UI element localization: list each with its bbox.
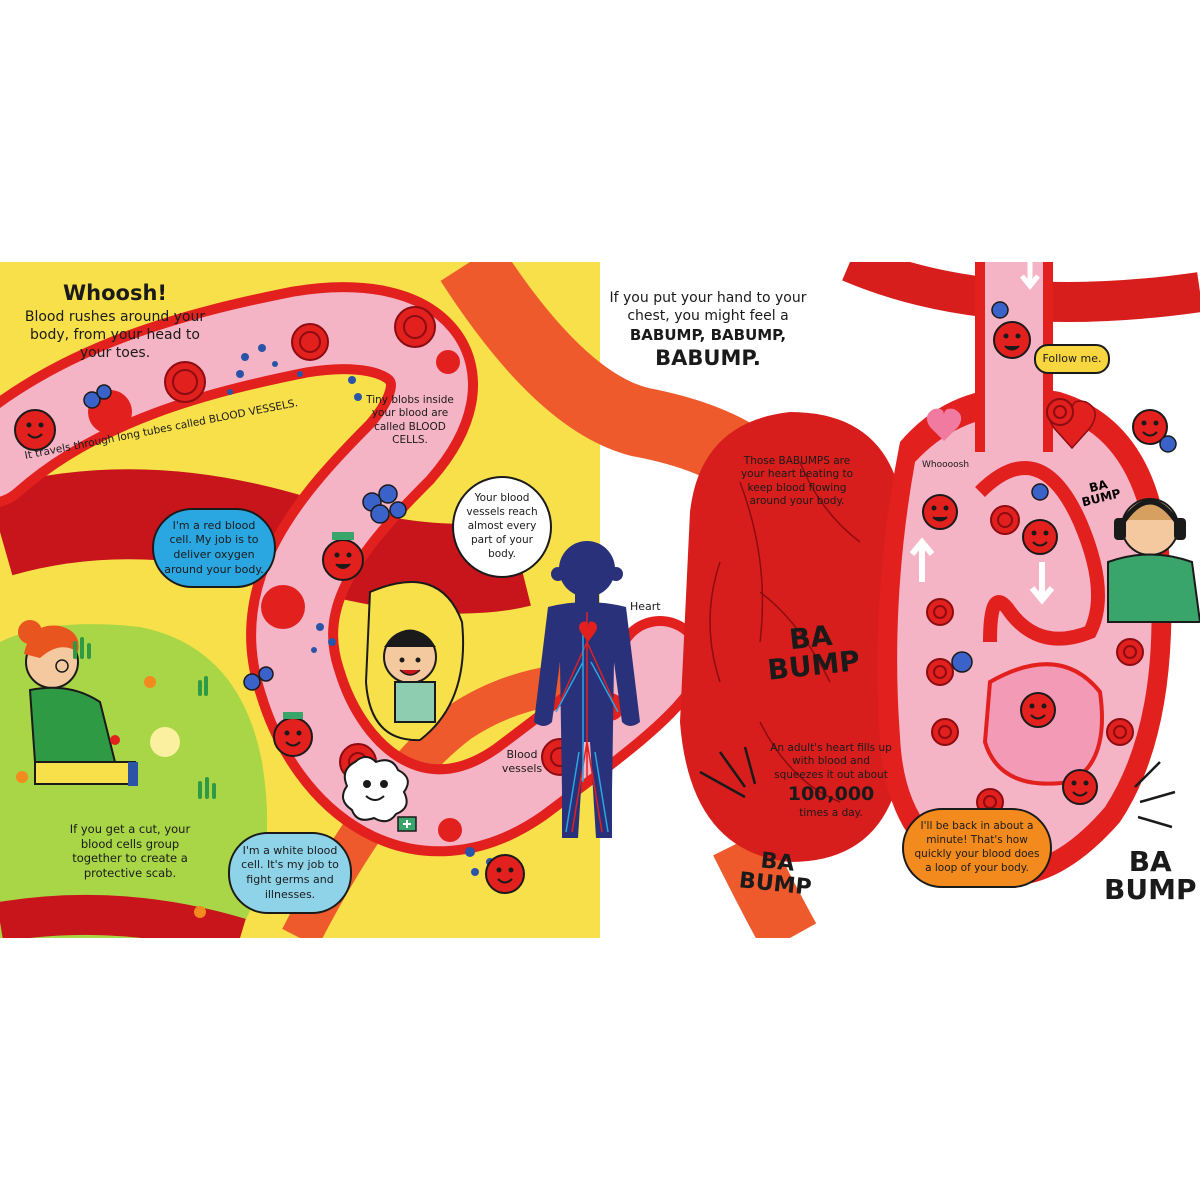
white-blood-cell-character [342,756,417,832]
chest-text: If you put your hand to your chest, you … [609,290,807,324]
book-spread: Whoosh! Blood rushes around your body, f… [0,262,1200,938]
ba-bump-left: BA BUMP [738,848,815,900]
scab-text: If you get a cut, your blood cells group… [69,822,191,881]
white-cell-speech-bubble: I'm a white blood cell. It's my job to f… [228,832,352,914]
arrow-up-icon [909,537,935,582]
platelet-cluster [83,384,407,691]
sound-marks [699,746,1176,829]
follow-me-speech-bubble: Follow me. [1034,344,1110,374]
grass-tufts [73,637,216,799]
ba-bump-right-ba: BA [1128,845,1172,878]
heart-icon [579,621,597,642]
red-blood-cell-character-1 [14,409,56,451]
headphones-icon [1117,499,1183,529]
heart-label: Heart [630,600,661,613]
heart-illustration [680,262,1172,886]
babump-big: BABUMP. [655,346,761,370]
ba-bump-right-bump: BUMP [1104,873,1197,906]
blood-cells-note: Tiny blobs inside your blood are called … [366,394,454,447]
body-silhouette [534,541,640,838]
winding-blood-vessel [0,282,706,857]
babump-line: BABUMP, BABUMP, [629,325,787,344]
red-cell-speech-bubble: I'm a red blood cell. My job is to deliv… [152,508,276,588]
peeking-child [383,629,437,723]
adult-heart-number: 100,000 [787,783,875,806]
ba-bump-heart: BA BUMP [763,619,861,687]
sun-dot [150,727,180,757]
flowers [16,676,206,918]
whoosh-small: Whoooosh [922,460,970,470]
heart-cell-characters [922,301,1177,805]
adult-heart-tail: times a day. [799,806,863,819]
adult-heart-text-block: An adult's heart fills up with blood and… [766,742,896,820]
intro-body: Blood rushes around your body, from your… [24,308,206,361]
adult-heart-text: An adult's heart fills up with blood and… [770,742,892,781]
background-vessel-bottom [0,894,246,938]
red-blood-cell-character-3 [273,712,313,757]
ba-bump-right: BA BUMP [1104,848,1196,904]
arrow-down-icon [1020,262,1040,291]
blue-dots-left [227,344,494,876]
red-blood-cell-character-4 [485,854,525,894]
blood-vessels-label: Blood vessels [501,748,543,776]
babumps-note: Those BABUMPS are your heart beating to … [740,455,854,508]
spread-illustration [0,262,1200,938]
back-in-a-minute-speech-bubble: I'll be back in about a minute! That's h… [902,808,1052,888]
intro-text-block: Whoosh! Blood rushes around your body, f… [20,280,210,363]
arrow-down-icon [1029,562,1055,605]
vessels-speech-bubble: Your blood vessels reach almost every pa… [452,476,552,578]
child-with-headphones [1107,498,1200,623]
red-blood-cell-character-2 [322,532,364,581]
background-vessel-orange-3 [713,828,817,938]
intro-heading: Whoosh! [63,281,167,305]
chest-text-block: If you put your hand to your chest, you … [608,290,808,372]
lady-character [18,620,138,786]
